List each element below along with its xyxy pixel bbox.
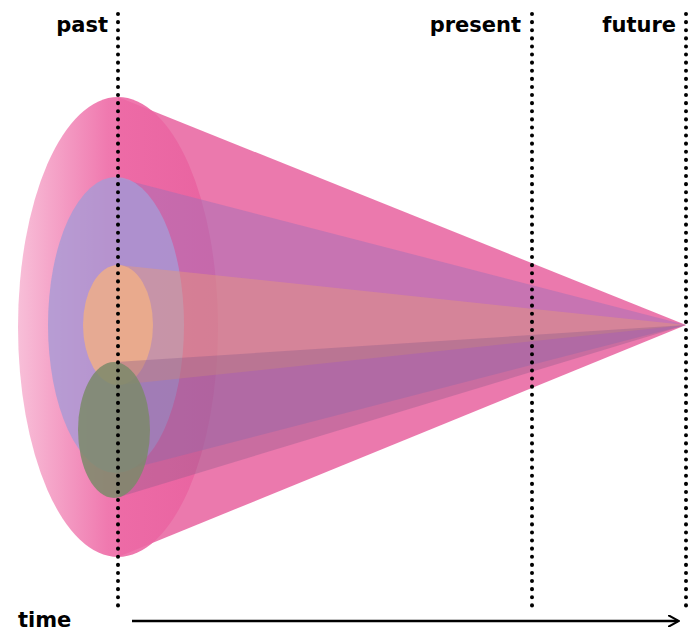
past-marker xyxy=(116,14,120,612)
time-label: time xyxy=(18,610,71,631)
present-marker xyxy=(530,14,534,612)
future-label: future xyxy=(602,15,676,36)
present-label: present xyxy=(430,15,521,36)
past-label: past xyxy=(56,15,108,36)
offset-cone xyxy=(78,325,686,498)
future-marker xyxy=(684,14,688,612)
time-arrow xyxy=(132,620,678,623)
